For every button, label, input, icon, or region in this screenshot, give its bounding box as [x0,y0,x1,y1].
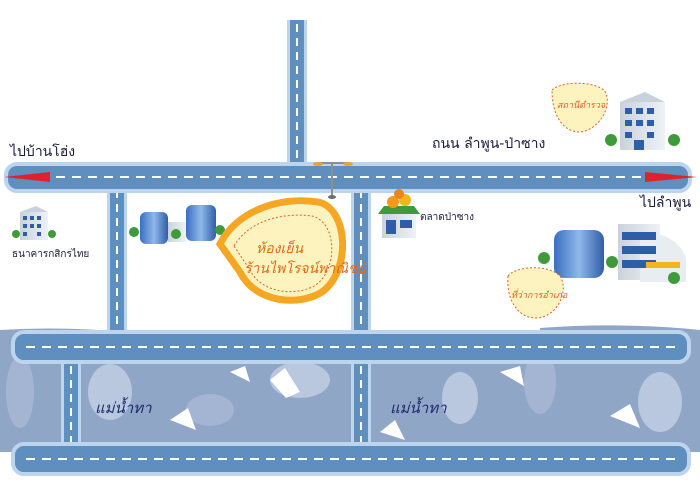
arrow-west-icon [4,172,50,182]
police-station-building-icon [605,92,680,150]
kasikorn-bank-building-icon [12,206,56,240]
label-to-ban-choeng: ไปบ้านโฮ่ง [10,144,76,160]
label-store-cold-room: ห้องเย็น [256,241,304,257]
market-building-icon [378,189,420,238]
police-station-bubble-shape [551,82,608,133]
river [0,325,700,452]
district-office-building-icon [538,224,686,284]
label-road-name: ถนน ลำพูน-ป่าซาง [432,136,546,152]
arrow-east-icon [645,172,697,182]
label-store-name: ร้านไพโรจน์พาณิชย์ [244,261,366,277]
label-river-left: แม่น้ำทา [95,399,152,417]
label-kasikorn-bank: ธนาคารกสิกรไทย [12,249,90,260]
road-network [4,20,692,476]
district-office-bubble-shape [507,267,564,319]
street-lamp-icon [313,162,353,199]
label-police-station: สถานีตำรวจ [557,101,606,111]
store-bubble-shape [215,197,346,304]
label-to-lamphun: ไปลำพูน [640,195,692,211]
office-building-icon [129,205,225,244]
label-river-right: แม่น้ำทา [390,399,447,417]
label-pasang-market: ตลาดป่าซาง [420,212,474,223]
label-district-office: ที่ว่าการอำเภอ [511,291,568,301]
